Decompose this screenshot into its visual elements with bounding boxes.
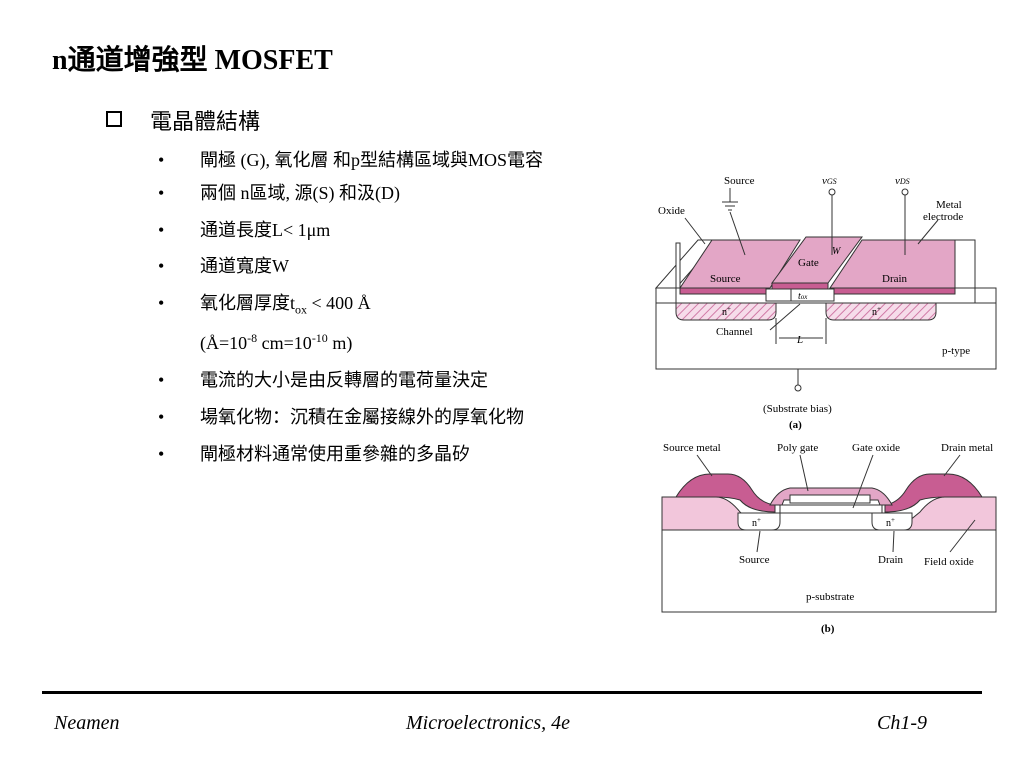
pointer-source (756, 530, 761, 553)
oxide-surface-right (974, 287, 997, 304)
n-plus-drain-b (871, 512, 913, 531)
bullet-dot-icon: • (158, 183, 165, 203)
mosfet-figure: Source vGS vDS Oxide Metal electrode Gat… (654, 175, 997, 635)
bullet-field-oxide: 場氧化物：沉積在金屬接線外的厚氧化物 (200, 407, 524, 427)
note-part-c: m) (327, 333, 353, 353)
label-n-plus-left-b: n+ (752, 516, 761, 529)
label-source-b: Source (739, 554, 770, 566)
n-plus-drain-region (825, 302, 937, 321)
label-source-top: Source (724, 175, 755, 187)
pointer-field-oxide (949, 519, 976, 553)
label-gate-oxide: Gate oxide (852, 442, 900, 454)
metal-pointer (917, 219, 939, 245)
label-channel: Channel (716, 326, 753, 338)
gate-oxide (765, 288, 835, 302)
vgs-terminal (828, 188, 836, 196)
note-part-a: (Å=10 (200, 333, 248, 353)
drain-metal-front (829, 287, 956, 295)
bullet-current: 電流的大小是由反轉層的電荷量決定 (200, 370, 488, 390)
n-plus-source-b (737, 512, 781, 531)
pointer-source-metal (696, 454, 713, 477)
bullet-gate-material: 閘極材料通常使用重參雜的多晶矽 (200, 444, 470, 464)
label-source: Source (710, 273, 741, 285)
bullet-n-regions: 兩個 n區域, 源(S) 和汲(D) (200, 183, 400, 203)
caption-b: (b) (821, 623, 835, 635)
label-p-substrate: p-substrate (806, 591, 854, 603)
note-exp-2: -10 (311, 331, 328, 345)
pointer-poly-gate (799, 454, 809, 492)
figure-a: Source vGS vDS Oxide Metal electrode Gat… (654, 175, 997, 431)
bullet-dot-icon: • (158, 370, 165, 390)
label-n-plus-right-b: n+ (886, 516, 895, 529)
bullet-channel-width: 通道寬度W (200, 256, 289, 276)
caption-a: (a) (789, 419, 802, 431)
label-vgs: vGS (822, 175, 837, 187)
label-n-plus-right: n+ (872, 305, 881, 318)
slide-title: n通道增強型 MOSFET (52, 45, 333, 76)
footer-author: Neamen (54, 712, 120, 734)
label-source-metal: Source metal (663, 442, 721, 454)
gate-oxide-b (779, 504, 883, 514)
bullet-dot-icon: • (158, 293, 165, 313)
label-electrode: electrode (923, 211, 963, 223)
pointer-drain (892, 530, 895, 553)
note-exp-1: -8 (247, 331, 258, 345)
note-part-b: cm=10 (257, 333, 312, 353)
label-field-oxide: Field oxide (924, 556, 974, 568)
substrate-terminal (794, 384, 802, 392)
label-tox: tox (798, 291, 808, 302)
label-drain-metal: Drain metal (941, 442, 993, 454)
bullet-channel-length: 通道長度L< 1μm (200, 220, 331, 240)
label-w: W (832, 246, 842, 257)
bullet-oxide-thickness: 氧化層厚度tox < 400 Å (200, 293, 371, 316)
pointer-gate-oxide (852, 454, 874, 509)
footer-page: Ch1-9 (877, 712, 927, 734)
label-vds: vDS (895, 175, 910, 187)
field-oxide-right (954, 239, 976, 289)
field-oxide-left-front (675, 242, 681, 289)
gate-front (771, 282, 829, 290)
bullet-dot-icon: • (158, 444, 165, 464)
label-gate: Gate (798, 257, 819, 269)
source-metal-b (675, 473, 776, 513)
footer-divider (42, 691, 982, 694)
oxide-pointer (684, 217, 706, 245)
pointer-drain-metal (943, 454, 961, 477)
footer-book: Microelectronics, 4e (406, 712, 571, 734)
oxide-thickness-post: < 400 Å (307, 293, 371, 313)
source-metal-front (679, 287, 771, 295)
poly-gate-inner (789, 494, 871, 504)
label-substrate-bias: (Substrate bias) (763, 403, 832, 415)
square-bullet-icon (106, 111, 122, 127)
p-substrate-region (661, 529, 997, 613)
section-heading: 電晶體結構 (150, 109, 261, 134)
angstrom-note: (Å=10-8 cm=10-10 m) (200, 331, 353, 353)
channel-pointer (769, 303, 801, 331)
oxide-thickness-pre: 氧化層厚度t (200, 293, 296, 313)
bullet-dot-icon: • (158, 150, 165, 170)
label-l: L (796, 334, 803, 346)
label-oxide: Oxide (658, 205, 685, 217)
label-metal: Metal (936, 199, 962, 211)
bullet-gate-oxide: 閘極 (G), 氧化層 和p型結構區域與MOS電容 (200, 150, 544, 170)
label-poly-gate: Poly gate (777, 442, 818, 454)
oxide-surface-left (655, 287, 677, 304)
source-pointer (729, 211, 746, 256)
label-drain: Drain (882, 273, 908, 285)
n-plus-source-region (675, 302, 777, 321)
drain-metal-b (884, 473, 983, 513)
bullet-dot-icon: • (158, 220, 165, 240)
vds-terminal (901, 188, 909, 196)
bullet-dot-icon: • (158, 407, 165, 427)
label-drain-b: Drain (878, 554, 904, 566)
bullet-dot-icon: • (158, 256, 165, 276)
figure-b: Source metal Poly gate Gate oxide Drain … (661, 442, 997, 635)
label-p-type: p-type (942, 345, 970, 357)
label-n-plus-left: n+ (722, 305, 731, 318)
oxide-thickness-sub: ox (295, 302, 308, 317)
